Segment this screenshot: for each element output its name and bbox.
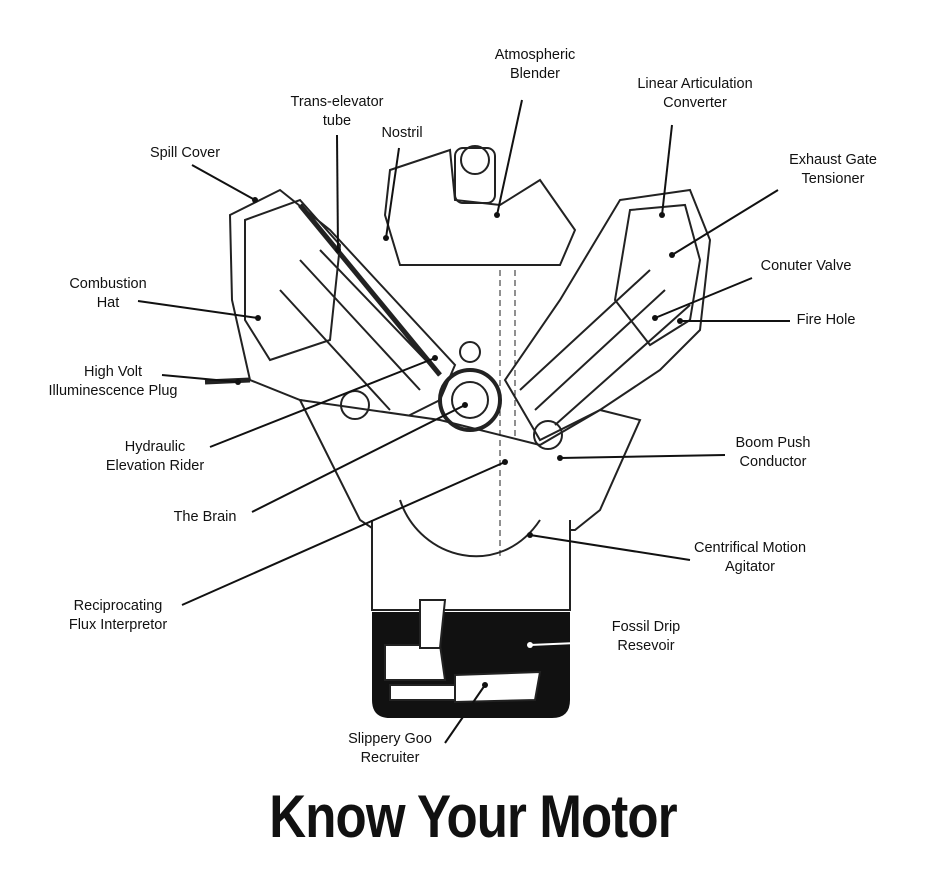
label-the-brain: The Brain [173, 509, 237, 525]
leader-lines [137, 99, 790, 744]
label-spill-cover: Spill Cover [149, 145, 221, 161]
label-fire-hole: Fire Hole [796, 312, 856, 328]
leader-dots [235, 197, 683, 688]
label-conuter-valve: Conuter Valve [760, 258, 852, 274]
diagram-title: Know Your Motor [269, 783, 677, 850]
label-nostril: Nostril [381, 125, 423, 141]
